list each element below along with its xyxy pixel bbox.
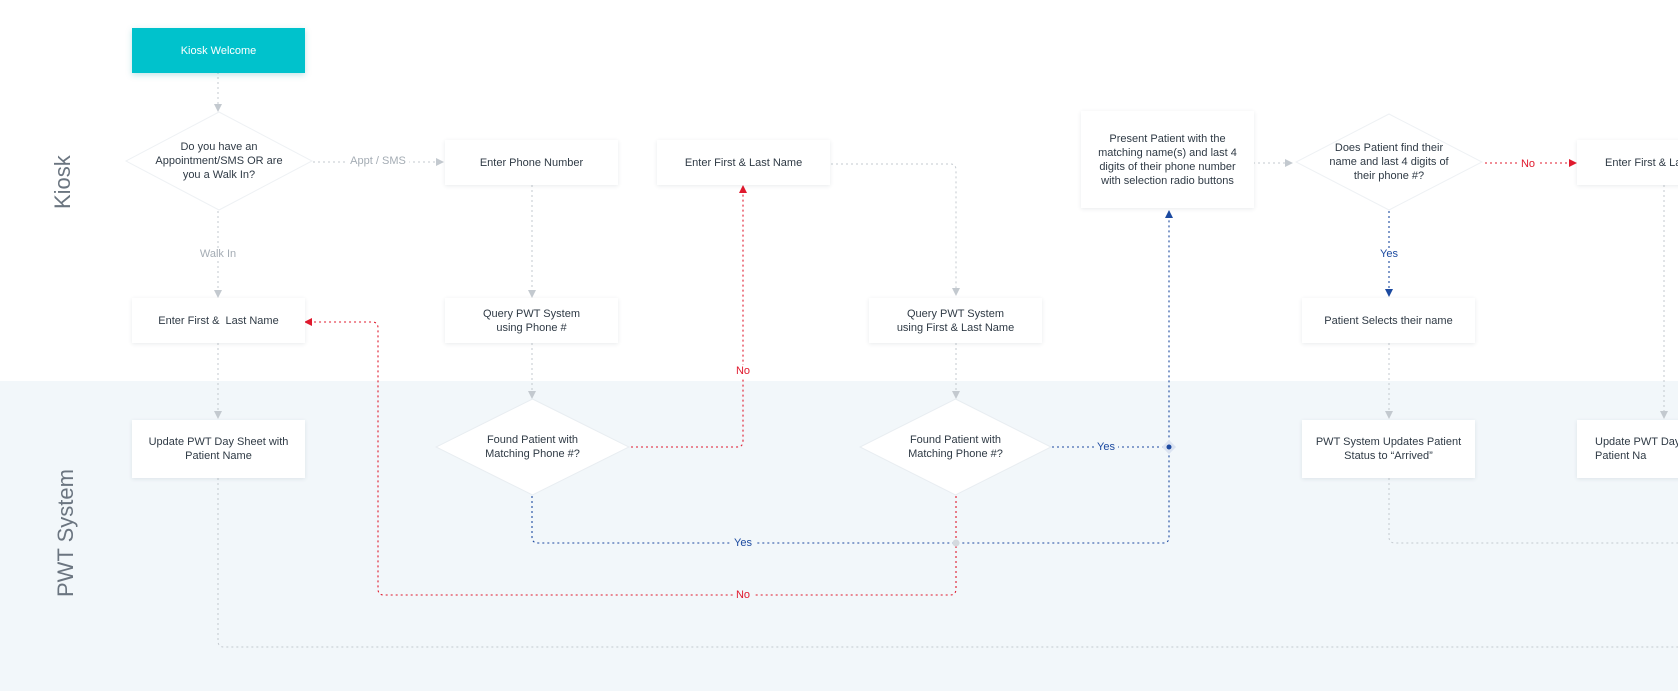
- found-phone-question-diamond: Found Patient with Matching Phone #?: [435, 398, 630, 496]
- patient-selects-node: Patient Selects their name: [1302, 298, 1475, 343]
- update-day-right-node: Update PWT Day Patient Na: [1577, 420, 1678, 478]
- junction-dot-blue: [1161, 439, 1177, 455]
- query-phone-node: Query PWT System using Phone #: [445, 298, 618, 343]
- diamond-label: Does Patient find their name and last 4 …: [1329, 142, 1449, 182]
- edge-status-bottom: [1388, 478, 1678, 544]
- kiosk-welcome-node: Kiosk Welcome: [132, 28, 305, 73]
- found-name-question-diamond: Found Patient with Matching Phone #?: [859, 398, 1052, 496]
- edge-label-no-name: No: [732, 589, 754, 601]
- query-name-node: Query PWT System using First & Last Name: [869, 298, 1042, 343]
- edge-label-no-find: No: [1517, 158, 1539, 170]
- junction-dot-grey: [952, 539, 960, 547]
- edge-label-no-phone: No: [732, 365, 754, 377]
- edge-label-yes-phone: Yes: [731, 537, 755, 549]
- edge-phone-no: [631, 185, 747, 448]
- edge-label-yes-find: Yes: [1377, 248, 1401, 260]
- diamond-label: Found Patient with Matching Phone #?: [485, 434, 580, 460]
- enter-phone-node: Enter Phone Number: [445, 140, 618, 185]
- enter-name-walkin-node: Enter First & Last Name: [132, 298, 305, 343]
- edge-update-bottom: [217, 478, 1678, 648]
- edge-label-walk-in: Walk In: [196, 248, 240, 260]
- enter-name-top-node: Enter First & Last Name: [657, 140, 830, 185]
- diamond-shape: [1295, 113, 1483, 211]
- enter-name-right-node: Enter First & La: [1577, 140, 1678, 185]
- diamond-shape: [125, 111, 313, 211]
- edge-name-to-query: [831, 163, 960, 296]
- diamond-label: Found Patient with Matching Phone #?: [908, 434, 1003, 460]
- patient-find-question-diamond: Does Patient find their name and last 4 …: [1295, 113, 1483, 211]
- diamond-shape: [859, 398, 1052, 496]
- diamond-shape: [435, 398, 630, 496]
- edge-label-yes-name: Yes: [1094, 441, 1118, 453]
- update-day-sheet-node: Update PWT Day Sheet with Patient Name: [132, 420, 305, 478]
- updates-status-node: PWT System Updates Patient Status to “Ar…: [1302, 420, 1475, 478]
- present-patient-node: Present Patient with the matching name(s…: [1081, 111, 1254, 208]
- edge-label-appt-sms: Appt / SMS: [347, 155, 409, 167]
- appointment-question-diamond: Do you have an Appointment/SMS OR are yo…: [125, 111, 313, 211]
- diamond-label: Do you have an Appointment/SMS OR are yo…: [155, 141, 283, 181]
